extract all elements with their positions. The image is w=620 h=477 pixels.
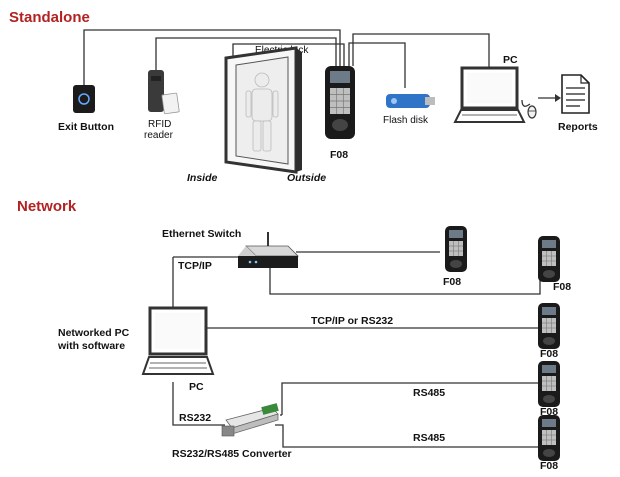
f08-device-tcpip (537, 302, 561, 350)
f08-label-rs485-2: F08 (540, 460, 558, 472)
door-with-person-icon (224, 46, 302, 174)
pc-standalone-label: PC (503, 54, 518, 66)
ethernet-switch-icon (238, 232, 299, 268)
rfid-reader-icon (148, 70, 180, 115)
converter-label: RS232/RS485 Converter (172, 448, 292, 460)
f08-device-rs485-2 (537, 414, 561, 462)
pc-network-icon (141, 306, 215, 375)
rs485-label-lower: RS485 (413, 432, 445, 444)
exit-button-label: Exit Button (58, 121, 114, 133)
reports-label: Reports (558, 121, 598, 133)
outside-label: Outside (287, 172, 326, 184)
pc-network-label: PC (189, 381, 204, 393)
f08-device-rs485-1 (537, 360, 561, 408)
pc-standalone-icon (453, 66, 526, 123)
f08-standalone-label: F08 (330, 149, 348, 161)
network-section-title: Network (17, 198, 77, 215)
exit-button-icon (73, 85, 95, 113)
rs485-label-upper: RS485 (413, 387, 445, 399)
ethernet-switch-label: Ethernet Switch (162, 228, 241, 240)
f08-device-switch-1 (444, 225, 468, 273)
rfid-label-line2: reader (144, 130, 174, 141)
f08-label-tcpip: F08 (540, 348, 558, 360)
network-wiring (172, 232, 541, 448)
flash-disk-icon (386, 94, 435, 108)
f08-device-switch-2 (537, 235, 561, 283)
rfid-label-line1: RFID (148, 119, 171, 130)
mouse-icon (527, 105, 537, 119)
f08-standalone-device (325, 66, 355, 139)
tcpip-label: TCP/IP (178, 260, 212, 272)
standalone-section-title: Standalone (9, 9, 90, 26)
standalone-wiring (83, 29, 561, 107)
networked-pc-label-line1: Networked PC (58, 327, 130, 339)
rs232-rs485-converter-icon (221, 403, 279, 437)
inside-label: Inside (187, 172, 218, 184)
f08-label-switch-2: F08 (553, 281, 571, 293)
tcpip-or-rs232-label: TCP/IP or RS232 (311, 315, 393, 327)
f08-label-switch-1: F08 (443, 276, 461, 288)
rs232-label: RS232 (179, 412, 211, 424)
networked-pc-label-line2: with software (57, 340, 125, 352)
flash-disk-label: Flash disk (383, 115, 429, 126)
reports-document-icon (561, 74, 590, 114)
